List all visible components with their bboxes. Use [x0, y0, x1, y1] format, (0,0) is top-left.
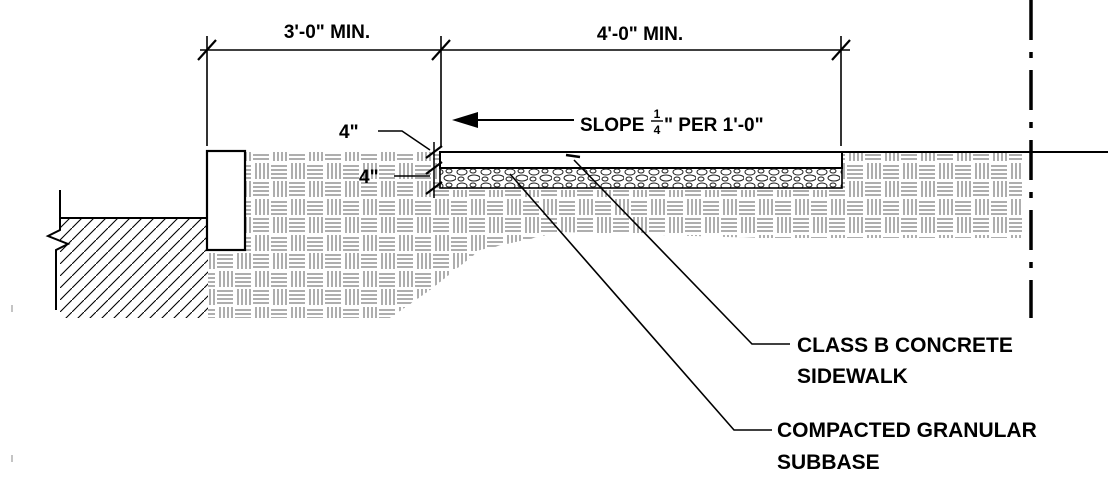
pavement-slab — [60, 218, 208, 318]
callout-subbase-line2: SUBBASE — [777, 451, 880, 474]
dimension-curb-offset — [197, 36, 850, 146]
slope-label: SLOPE — [580, 115, 644, 136]
thickness-dimensions — [378, 130, 443, 198]
soil-mass — [208, 152, 1022, 318]
granular-subbase-layer — [439, 167, 843, 189]
slope-fraction-numerator: 1 — [654, 107, 661, 121]
callout-concrete-line1: CLASS B CONCRETE — [797, 334, 1013, 357]
slope-rest-label: " PER 1'-0" — [664, 115, 764, 136]
slope-word: SLOPE — [580, 115, 644, 136]
callout-leaders — [509, 153, 790, 431]
dimension-curb-offset-label: 3'-0" MIN. — [284, 22, 370, 43]
callout-concrete-line2: SIDEWALK — [797, 365, 908, 388]
curb — [205, 149, 247, 252]
dimension-walk-width-label: 4'-0" MIN. — [597, 24, 683, 45]
pavement-break-line — [45, 190, 71, 310]
dimension-walk-width — [831, 36, 851, 146]
slope-arrow — [452, 112, 574, 128]
concrete-sidewalk-slab — [439, 151, 843, 169]
callout-subbase-line1: COMPACTED GRANULAR — [777, 419, 1037, 442]
thickness-concrete-label: 4" — [339, 122, 359, 143]
slope-fraction-denominator: 4 — [654, 123, 661, 137]
thickness-subbase-label: 4" — [359, 167, 379, 188]
